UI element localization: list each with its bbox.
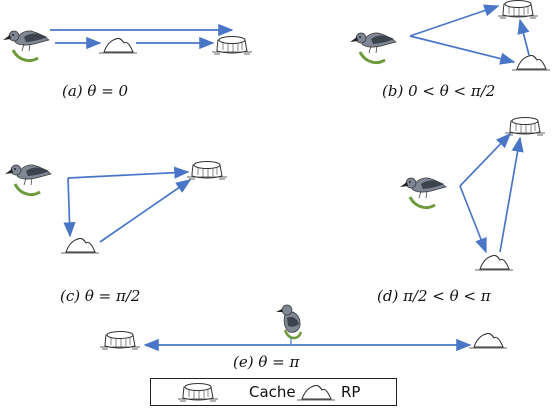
arrow-bird-to-cache xyxy=(67,166,190,179)
caption-c: (c) θ = π/2 xyxy=(60,287,141,305)
arrow-bird-to-cache xyxy=(459,132,512,187)
cache-icon xyxy=(186,161,228,180)
caption-b: (b) 0 < θ < π/2 xyxy=(382,82,496,100)
rp-icon xyxy=(98,37,138,54)
bird-icon xyxy=(348,31,398,65)
panel-c xyxy=(3,161,228,254)
arrow-bird-to-cache xyxy=(409,4,500,37)
caption-a: (a) θ = 0 xyxy=(62,82,129,100)
rp-icon xyxy=(474,254,514,271)
arrow-rp-to-cache xyxy=(517,18,530,56)
bird-icon xyxy=(3,163,53,197)
bird-icon xyxy=(398,176,448,210)
panel-a xyxy=(1,23,253,63)
cache-icon xyxy=(211,36,253,55)
cache-icon xyxy=(497,0,539,19)
legend: Cache RP xyxy=(150,378,397,406)
arrow-bird-to-rp xyxy=(63,177,76,238)
caption-e: (e) θ = π xyxy=(233,353,300,371)
arrow-rp-to-cache xyxy=(499,136,524,253)
panel-b xyxy=(348,0,551,71)
cache-icon xyxy=(99,331,141,350)
bird-icon xyxy=(274,303,303,340)
arrow-bird-to-rp xyxy=(459,185,487,254)
bird-icon xyxy=(1,29,51,63)
arrow-bird-to-rp xyxy=(409,35,516,65)
panel-d xyxy=(398,117,546,271)
caption-d: (d) π/2 < θ < π xyxy=(377,287,491,305)
rp-icon xyxy=(468,332,508,349)
legend-cache-label: Cache xyxy=(249,383,296,401)
cache-icon xyxy=(504,117,546,136)
panel-e xyxy=(99,303,508,352)
rp-icon xyxy=(511,54,551,71)
legend-rp-label: RP xyxy=(341,383,361,401)
rp-icon xyxy=(60,237,100,254)
arrow-rp-to-cache xyxy=(99,179,192,243)
